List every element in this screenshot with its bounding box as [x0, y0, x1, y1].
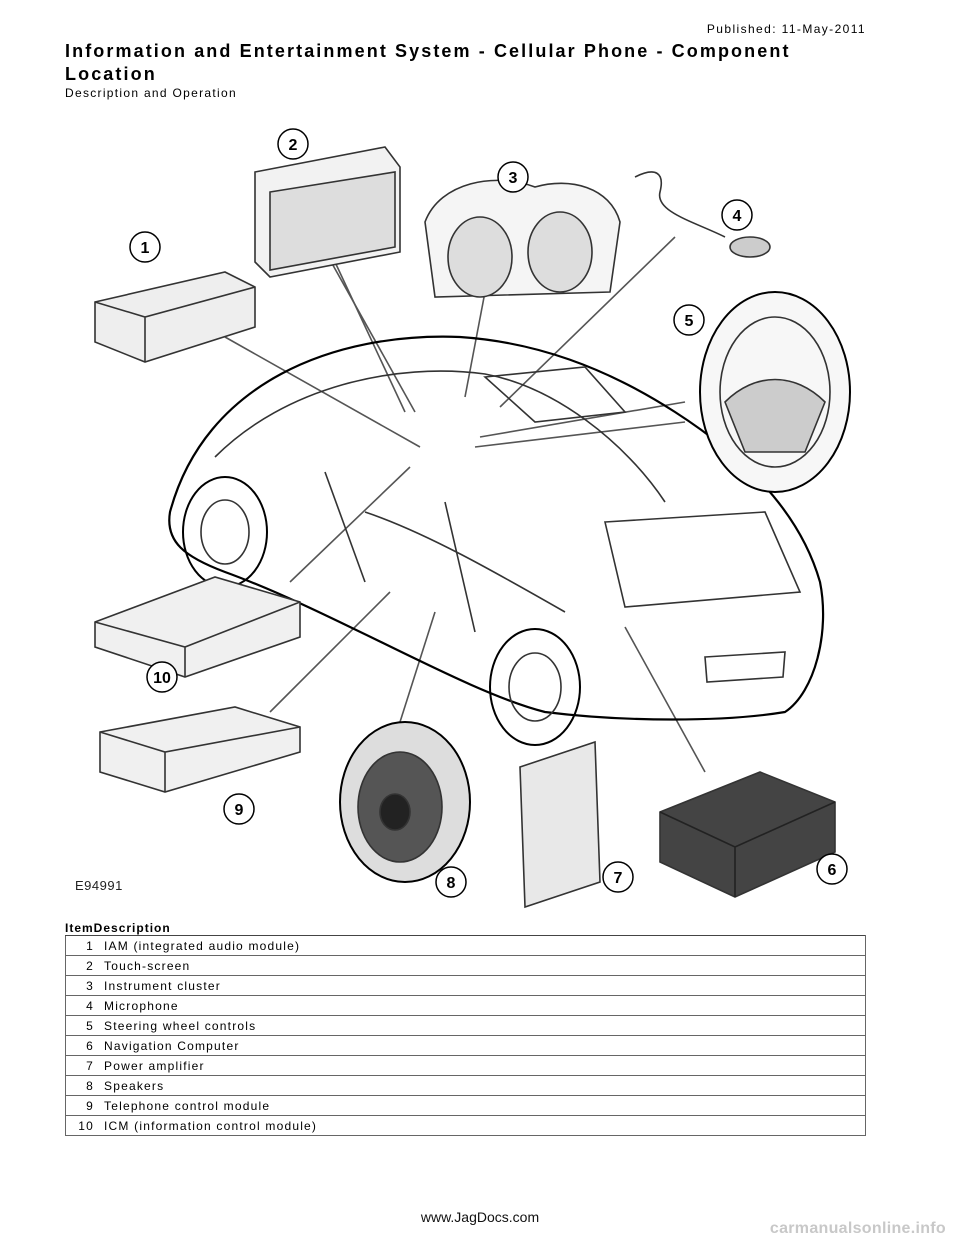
item-description: Telephone control module: [98, 1095, 866, 1116]
callout-circle: [673, 304, 705, 336]
callout-label: 10: [153, 670, 171, 687]
callout-circle: [816, 853, 848, 885]
component-illustration: 1 2 3 4 5 6 7 8 9 10: [94, 128, 851, 909]
item-number: 5: [65, 1015, 98, 1036]
callout-label: 3: [509, 170, 518, 187]
item-description: IAM (integrated audio module): [98, 935, 866, 956]
item-description: Instrument cluster: [98, 975, 866, 996]
callout-label: 9: [235, 802, 244, 819]
item-description: Power amplifier: [98, 1055, 866, 1076]
items-table-header: ItemDescription: [65, 921, 171, 935]
item-number: 4: [65, 995, 98, 1016]
callout-label: 8: [447, 875, 456, 892]
item-number: 9: [65, 1095, 98, 1116]
callout-circle: [435, 866, 467, 898]
item-number: 8: [65, 1075, 98, 1096]
figure-code: E94991: [75, 878, 123, 893]
callout-circle: [277, 128, 309, 160]
watermark: carmanualsonline.info: [769, 1220, 946, 1237]
callout-circle: [497, 161, 529, 193]
callout-circle: [223, 793, 255, 825]
item-description: Steering wheel controls: [98, 1015, 866, 1036]
page-subtitle: Description and Operation: [65, 86, 237, 100]
item-description: Microphone: [98, 995, 866, 1016]
callout-circle: [146, 661, 178, 693]
footer-site-link[interactable]: www.JagDocs.com: [420, 1209, 540, 1225]
callout-label: 2: [289, 137, 298, 154]
item-description: Touch-screen: [98, 955, 866, 976]
item-description: ICM (information control module): [98, 1115, 866, 1136]
item-number: 1: [65, 935, 98, 956]
callout-label: 5: [685, 313, 694, 330]
item-number: 7: [65, 1055, 98, 1076]
item-description: Speakers: [98, 1075, 866, 1096]
callout-circle: [602, 861, 634, 893]
callout-circle: [129, 231, 161, 263]
published-date: Published: 11-May-2011: [706, 22, 866, 36]
item-number: 10: [65, 1115, 98, 1136]
item-number: 2: [65, 955, 98, 976]
callout-label: 4: [733, 208, 742, 225]
item-description: Navigation Computer: [98, 1035, 866, 1056]
item-number: 6: [65, 1035, 98, 1056]
callout-label: 6: [828, 862, 837, 879]
component-location-figure: 1 2 3 4 5 6 7 8 9 10 E94991: [65, 112, 865, 912]
item-number: 3: [65, 975, 98, 996]
page-title: Information and Entertainment System - C…: [65, 41, 791, 84]
callout-label: 1: [141, 240, 150, 257]
callout-circle: [721, 199, 753, 231]
callout-label: 7: [614, 870, 623, 887]
